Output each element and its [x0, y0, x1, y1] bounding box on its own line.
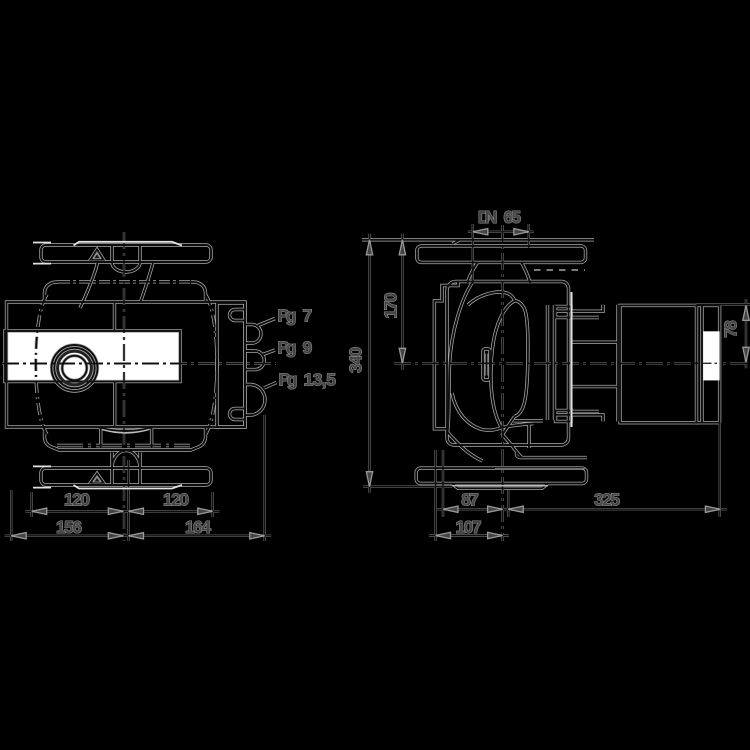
- svg-text:Pg: Pg: [278, 306, 297, 326]
- svg-text:340: 340: [346, 347, 366, 373]
- svg-text:170: 170: [381, 292, 401, 318]
- svg-text:DN: DN: [478, 207, 498, 227]
- svg-text:325: 325: [594, 490, 620, 510]
- svg-text:164: 164: [185, 517, 211, 537]
- svg-text:156: 156: [56, 517, 82, 537]
- svg-text:13,5: 13,5: [304, 370, 337, 390]
- svg-text:120: 120: [163, 490, 189, 510]
- svg-text:9: 9: [303, 338, 313, 358]
- svg-text:87: 87: [461, 490, 479, 510]
- svg-text:107: 107: [456, 517, 482, 537]
- svg-text:65: 65: [504, 207, 522, 227]
- svg-text:78: 78: [721, 320, 741, 338]
- svg-text:120: 120: [64, 490, 90, 510]
- svg-text:Pg: Pg: [279, 370, 298, 390]
- svg-text:Pg: Pg: [278, 338, 297, 358]
- svg-text:7: 7: [303, 306, 313, 326]
